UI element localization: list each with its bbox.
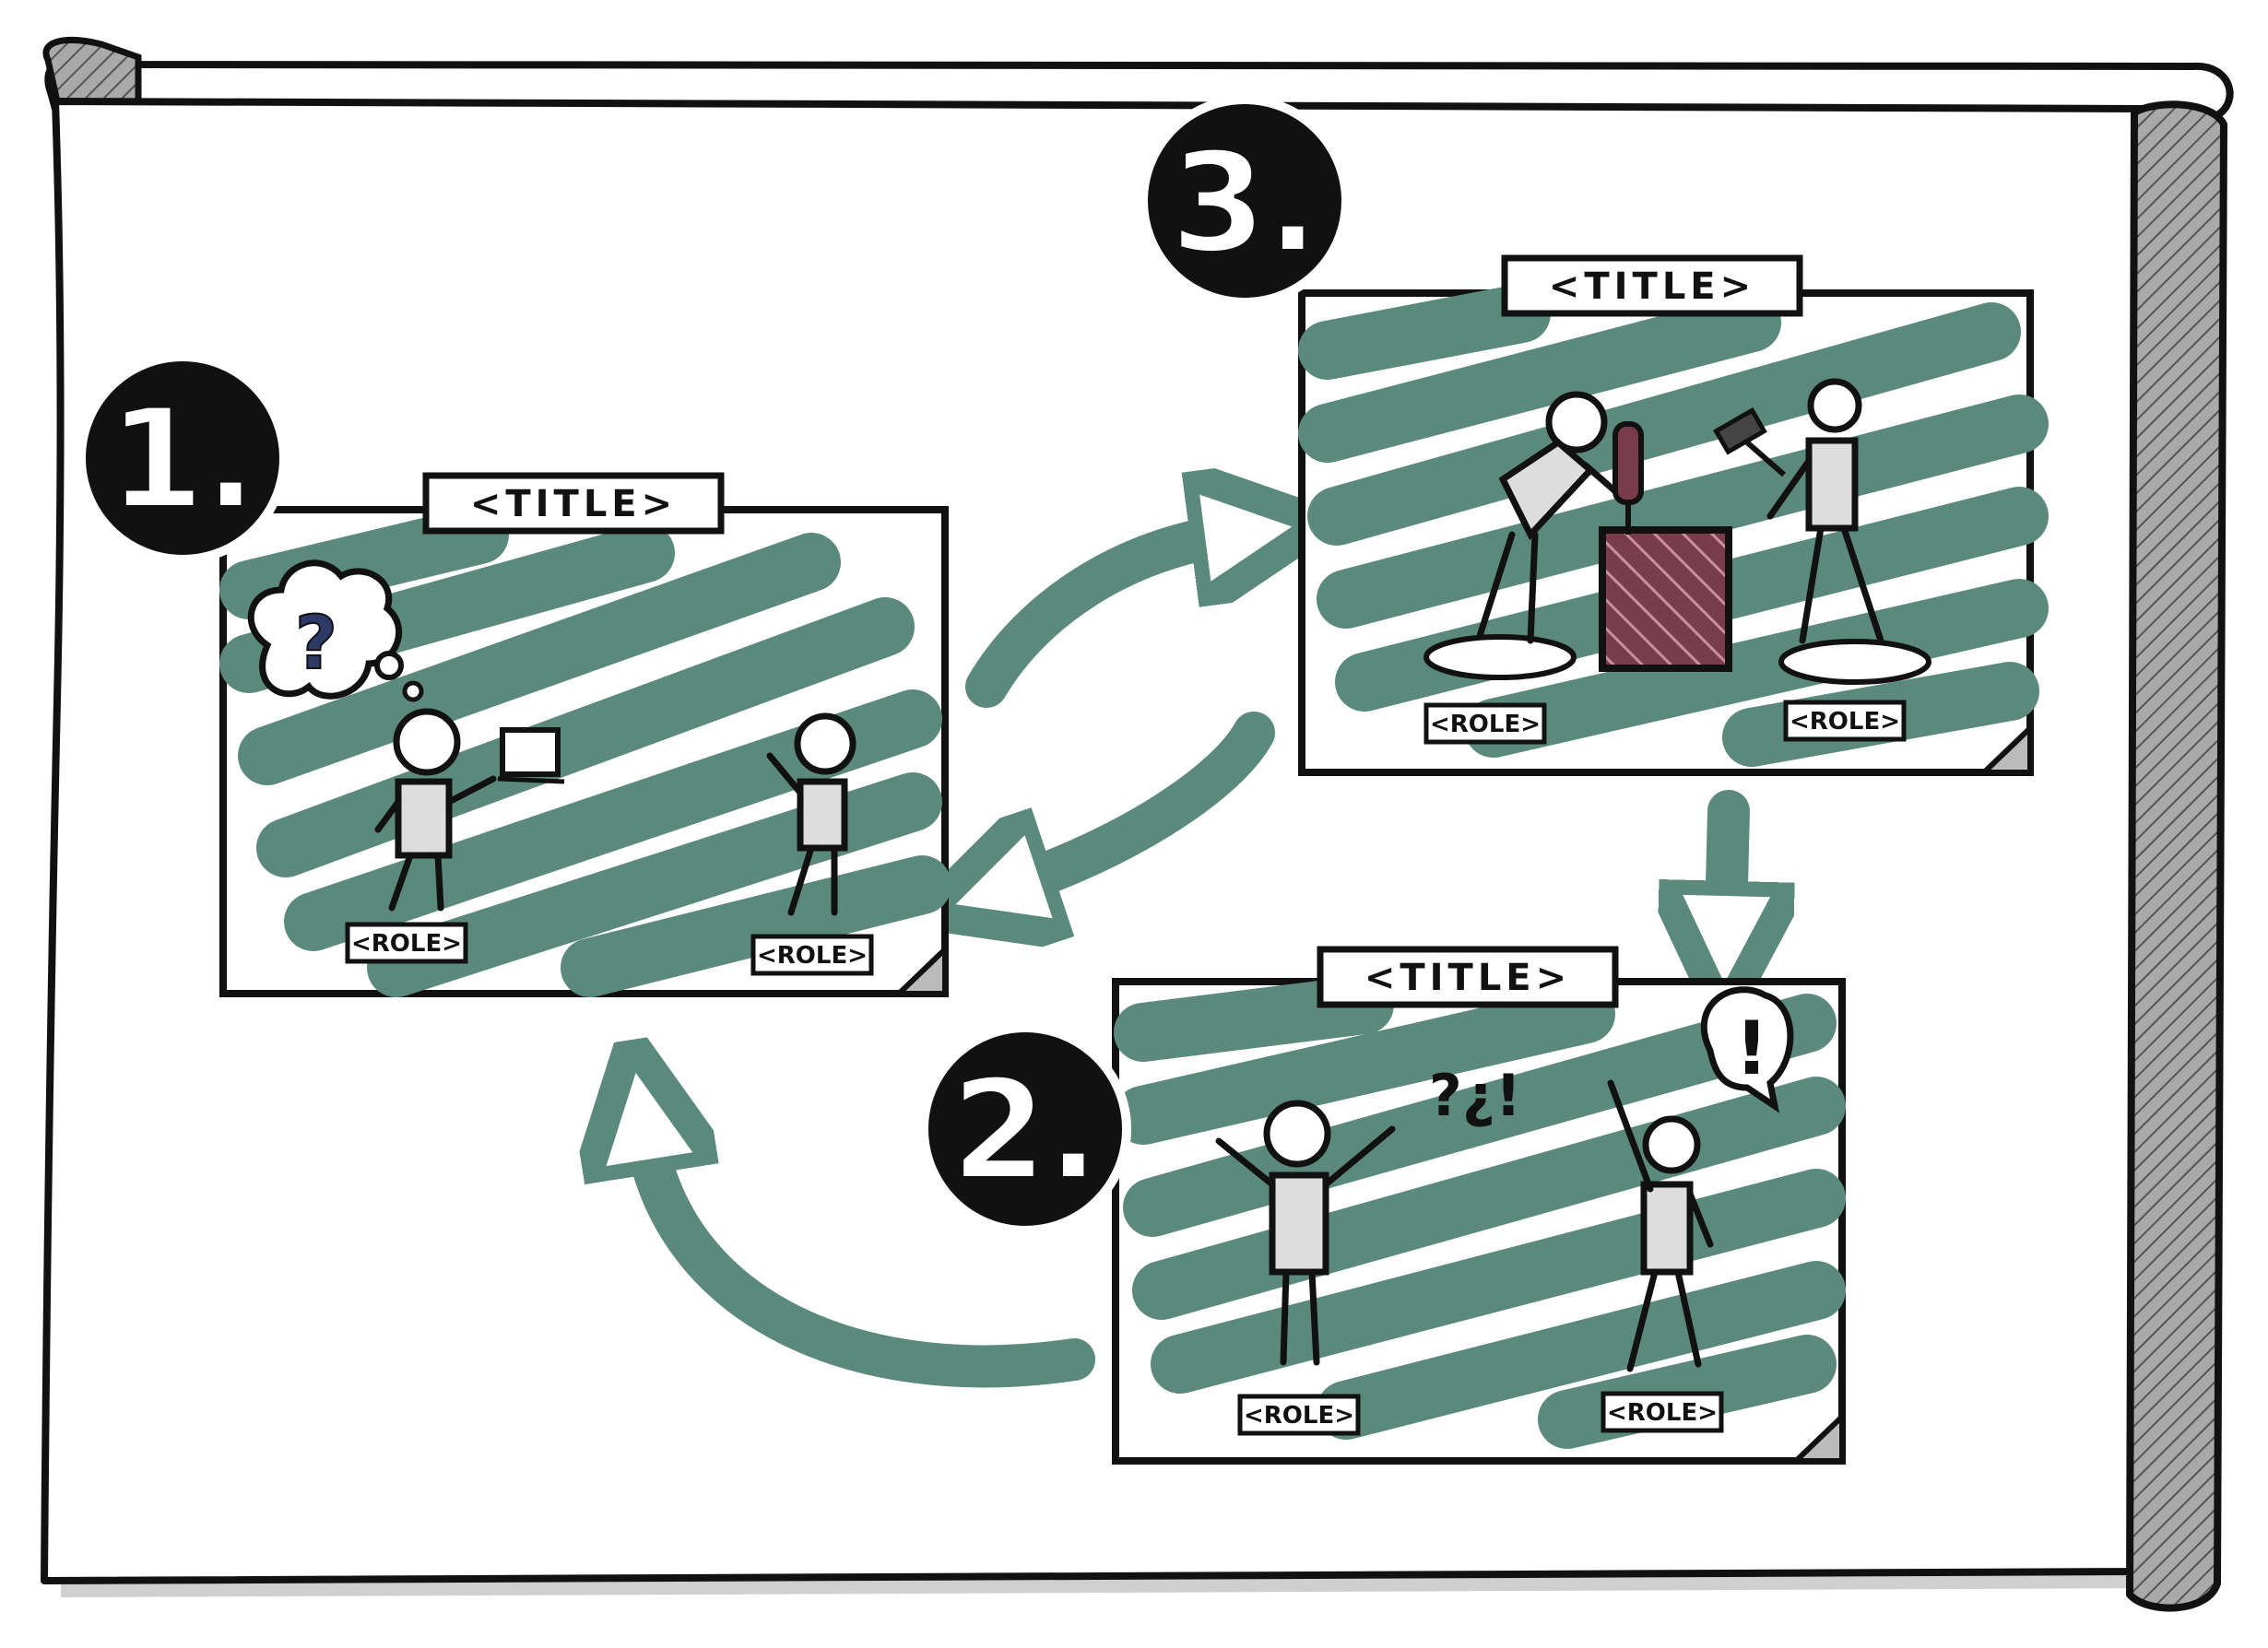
panel-1-title: <TITLE> [470,483,677,525]
panel-2-role-right-tag: <ROLE> [1601,1391,1724,1433]
arrow-3-to-1 [1014,712,1275,885]
tablet-icon [497,727,565,784]
panel-2-role-left-tag: <ROLE> [1237,1394,1361,1436]
flow-arrows [645,535,1729,1388]
panel-1-role-right: <ROLE> [757,942,868,970]
panel-1-number-badge: 1. [77,352,289,564]
panel-1: <TITLE> 1. ? [77,352,951,997]
panel-2: <TITLE> 2. ?¿! ! [919,946,1846,1465]
arrow-3-to-2 [1726,790,1729,922]
panel-3-title: <TITLE> [1549,265,1755,308]
panel-1-number: 1. [108,380,256,540]
panel-2-title: <TITLE> [1364,957,1571,999]
panel-3-role-right-tag: <ROLE> [1783,700,1907,742]
panel-2-role-left: <ROLE> [1244,1402,1354,1430]
panel-1-figure-right [766,712,856,916]
panel-3-number: 3. [1170,124,1318,284]
panel-2-role-right: <ROLE> [1607,1399,1718,1427]
panel-3-role-left-tag: <ROLE> [1423,702,1547,745]
thought-cloud-icon: ? [247,559,424,702]
scroll-right-roll [2126,100,2227,1612]
panel-1-figure-left [374,708,497,912]
panel-2-figure-left [1215,1100,1396,1366]
arrow-2-to-1 [645,1134,1095,1388]
idea-exclamation-mark: ! [1735,1006,1768,1091]
hammer-icon [1713,406,1786,477]
panel-2-title-tag: <TITLE> [1317,946,1619,1008]
thought-question-mark: ? [295,600,337,686]
arrow-1-to-3 [965,535,1231,708]
panel-2-number: 2. [951,1051,1099,1211]
panel-2-figure-right [1607,1079,1714,1372]
drill-icon [1612,421,1644,535]
panel-3: <TITLE> 3. [1139,95,2049,776]
panel-2-confused-marks: ?¿! [1429,1062,1521,1129]
panel-3-number-badge: 3. [1139,95,1351,307]
panel-1-role-right-tag: <ROLE> [750,934,874,976]
panel-3-figure-left [1476,391,1626,644]
speech-bubble-icon: ! [1700,986,1794,1113]
panel-3-figure-right [1766,378,1884,644]
panel-1-role-left-tag: <ROLE> [345,922,468,964]
panel-1-title-tag: <TITLE> [422,472,725,535]
panel-3-title-tag: <TITLE> [1501,254,1803,317]
panel-1-role-left: <ROLE> [351,930,462,958]
build-box-icon [1599,526,1732,672]
panel-3-role-right: <ROLE> [1790,708,1900,736]
panel-3-role-left: <ROLE> [1430,711,1541,738]
panel-2-number-badge: 2. [919,1023,1131,1235]
